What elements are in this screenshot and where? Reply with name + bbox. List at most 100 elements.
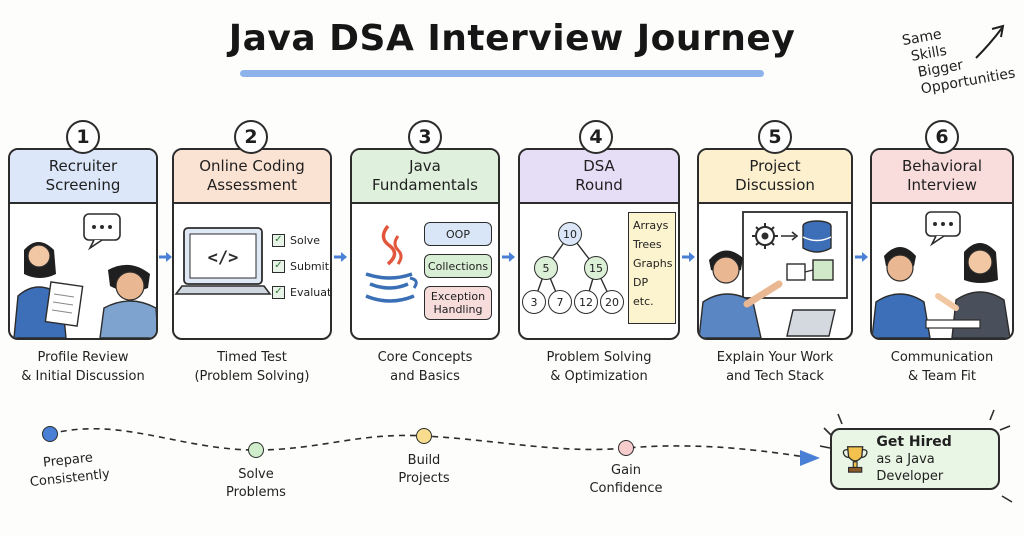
step-illustration bbox=[699, 204, 851, 338]
step-caption: Communication & Team Fit bbox=[870, 348, 1014, 386]
caption-line: Timed Test bbox=[217, 350, 287, 365]
step-number-badge: 4 bbox=[579, 120, 613, 154]
step-number-badge: 2 bbox=[234, 120, 268, 154]
milestone-dot bbox=[416, 428, 432, 444]
goal-subtitle: as a Java Developer bbox=[876, 451, 944, 484]
topic-tag-collections: Collections bbox=[424, 254, 492, 278]
caption-line: & Initial Discussion bbox=[21, 369, 145, 384]
java-cup-icon bbox=[365, 224, 418, 303]
step-number-badge: 5 bbox=[758, 120, 792, 154]
page-title: Java DSA Interview Journey bbox=[228, 18, 796, 59]
caption-line: & Optimization bbox=[550, 369, 648, 384]
topic-item: Graphs bbox=[633, 257, 673, 270]
step-title-line: Screening bbox=[45, 176, 121, 194]
speech-bubble-icon bbox=[83, 213, 121, 251]
right-arrow-icon bbox=[159, 252, 172, 262]
tree-node: 20 bbox=[600, 290, 624, 314]
step-title-line: Project bbox=[749, 157, 801, 175]
project-scene-illustration bbox=[699, 211, 848, 338]
step-title-line: Assessment bbox=[207, 176, 297, 194]
tree-node: 7 bbox=[548, 290, 572, 314]
caption-line: (Problem Solving) bbox=[194, 369, 310, 384]
tree-node: 10 bbox=[558, 222, 582, 246]
step-number-badge: 3 bbox=[408, 120, 442, 154]
step-caption: Timed Test (Problem Solving) bbox=[172, 348, 332, 386]
topic-item: Trees bbox=[633, 238, 662, 251]
topic-item: etc. bbox=[633, 295, 654, 308]
check-icon: ✓ bbox=[272, 286, 285, 299]
step-title-line: Recruiter bbox=[48, 157, 118, 175]
step-caption: Explain Your Work and Tech Stack bbox=[697, 348, 853, 386]
caption-line: and Basics bbox=[390, 369, 460, 384]
caption-line: Core Concepts bbox=[377, 350, 473, 365]
step-illustration: </> ✓Solve ✓Submit ✓Evaluate bbox=[174, 204, 330, 338]
gear-icon bbox=[752, 223, 778, 249]
trophy-icon bbox=[842, 446, 868, 473]
tree-node: 3 bbox=[522, 290, 546, 314]
tree-node: 5 bbox=[534, 256, 558, 280]
database-icon bbox=[802, 220, 832, 253]
step-title-line: Round bbox=[575, 176, 623, 194]
caption-line: Profile Review bbox=[37, 350, 129, 365]
milestone-dot bbox=[248, 442, 264, 458]
step-caption: Profile Review & Initial Discussion bbox=[8, 348, 158, 386]
step-title-line: Fundamentals bbox=[372, 176, 478, 194]
step-title-line: DSA bbox=[583, 157, 615, 175]
goal-text: Get Hired as a Java Developer bbox=[876, 434, 998, 485]
step-illustration: 10 5 15 3 7 12 20 Arrays Trees Graphs DP… bbox=[520, 204, 678, 338]
caption-line: and Tech Stack bbox=[726, 369, 824, 384]
dsa-topics-note: Arrays Trees Graphs DP etc. bbox=[628, 212, 676, 324]
step-title-line: Java bbox=[409, 157, 441, 175]
check-icon: ✓ bbox=[272, 234, 285, 247]
step-number-badge: 1 bbox=[66, 120, 100, 154]
step-title-line: Interview bbox=[907, 176, 977, 194]
tree-node: 15 bbox=[584, 256, 608, 280]
right-arrow-icon bbox=[682, 252, 695, 262]
topic-item: DP bbox=[633, 276, 649, 289]
checklist-item: ✓Evaluate bbox=[272, 286, 330, 299]
milestone-dot bbox=[618, 440, 634, 456]
check-icon: ✓ bbox=[272, 260, 285, 273]
up-right-arrow-icon bbox=[975, 24, 1005, 59]
tree-node: 12 bbox=[574, 290, 598, 314]
goal-title: Get Hired bbox=[876, 433, 952, 450]
caption-line: & Team Fit bbox=[907, 369, 976, 384]
step-illustration bbox=[10, 204, 156, 338]
right-arrow-icon bbox=[502, 252, 515, 262]
step-illustration: OOP Collections Exception Handling bbox=[352, 204, 498, 338]
right-arrow-icon bbox=[855, 252, 868, 262]
caption-line: Communication bbox=[890, 350, 994, 365]
step-caption: Problem Solving & Optimization bbox=[518, 348, 680, 386]
laptop-code-icon: </> bbox=[174, 227, 272, 295]
goal-box: Get Hired as a Java Developer bbox=[830, 428, 1000, 490]
step-title-line: Discussion bbox=[735, 176, 815, 194]
step-number-badge: 6 bbox=[925, 120, 959, 154]
topic-tag-oop: OOP bbox=[424, 222, 492, 246]
title-underline bbox=[240, 70, 764, 77]
checklist-item: ✓Solve bbox=[272, 234, 320, 247]
step-title-line: Online Coding bbox=[199, 157, 305, 175]
step-title-line: Behavioral bbox=[902, 157, 982, 175]
topic-tag-exception-handling: Exception Handling bbox=[424, 286, 492, 320]
step-illustration bbox=[872, 204, 1012, 338]
behavioral-scene-illustration bbox=[872, 211, 1011, 338]
recruiter-scene-illustration bbox=[13, 213, 156, 338]
milestone-dot bbox=[42, 426, 58, 442]
right-arrow-icon bbox=[334, 252, 347, 262]
caption-line: Problem Solving bbox=[546, 350, 652, 365]
svg-text:</>: </> bbox=[208, 248, 239, 268]
speech-bubble-icon bbox=[925, 211, 961, 247]
